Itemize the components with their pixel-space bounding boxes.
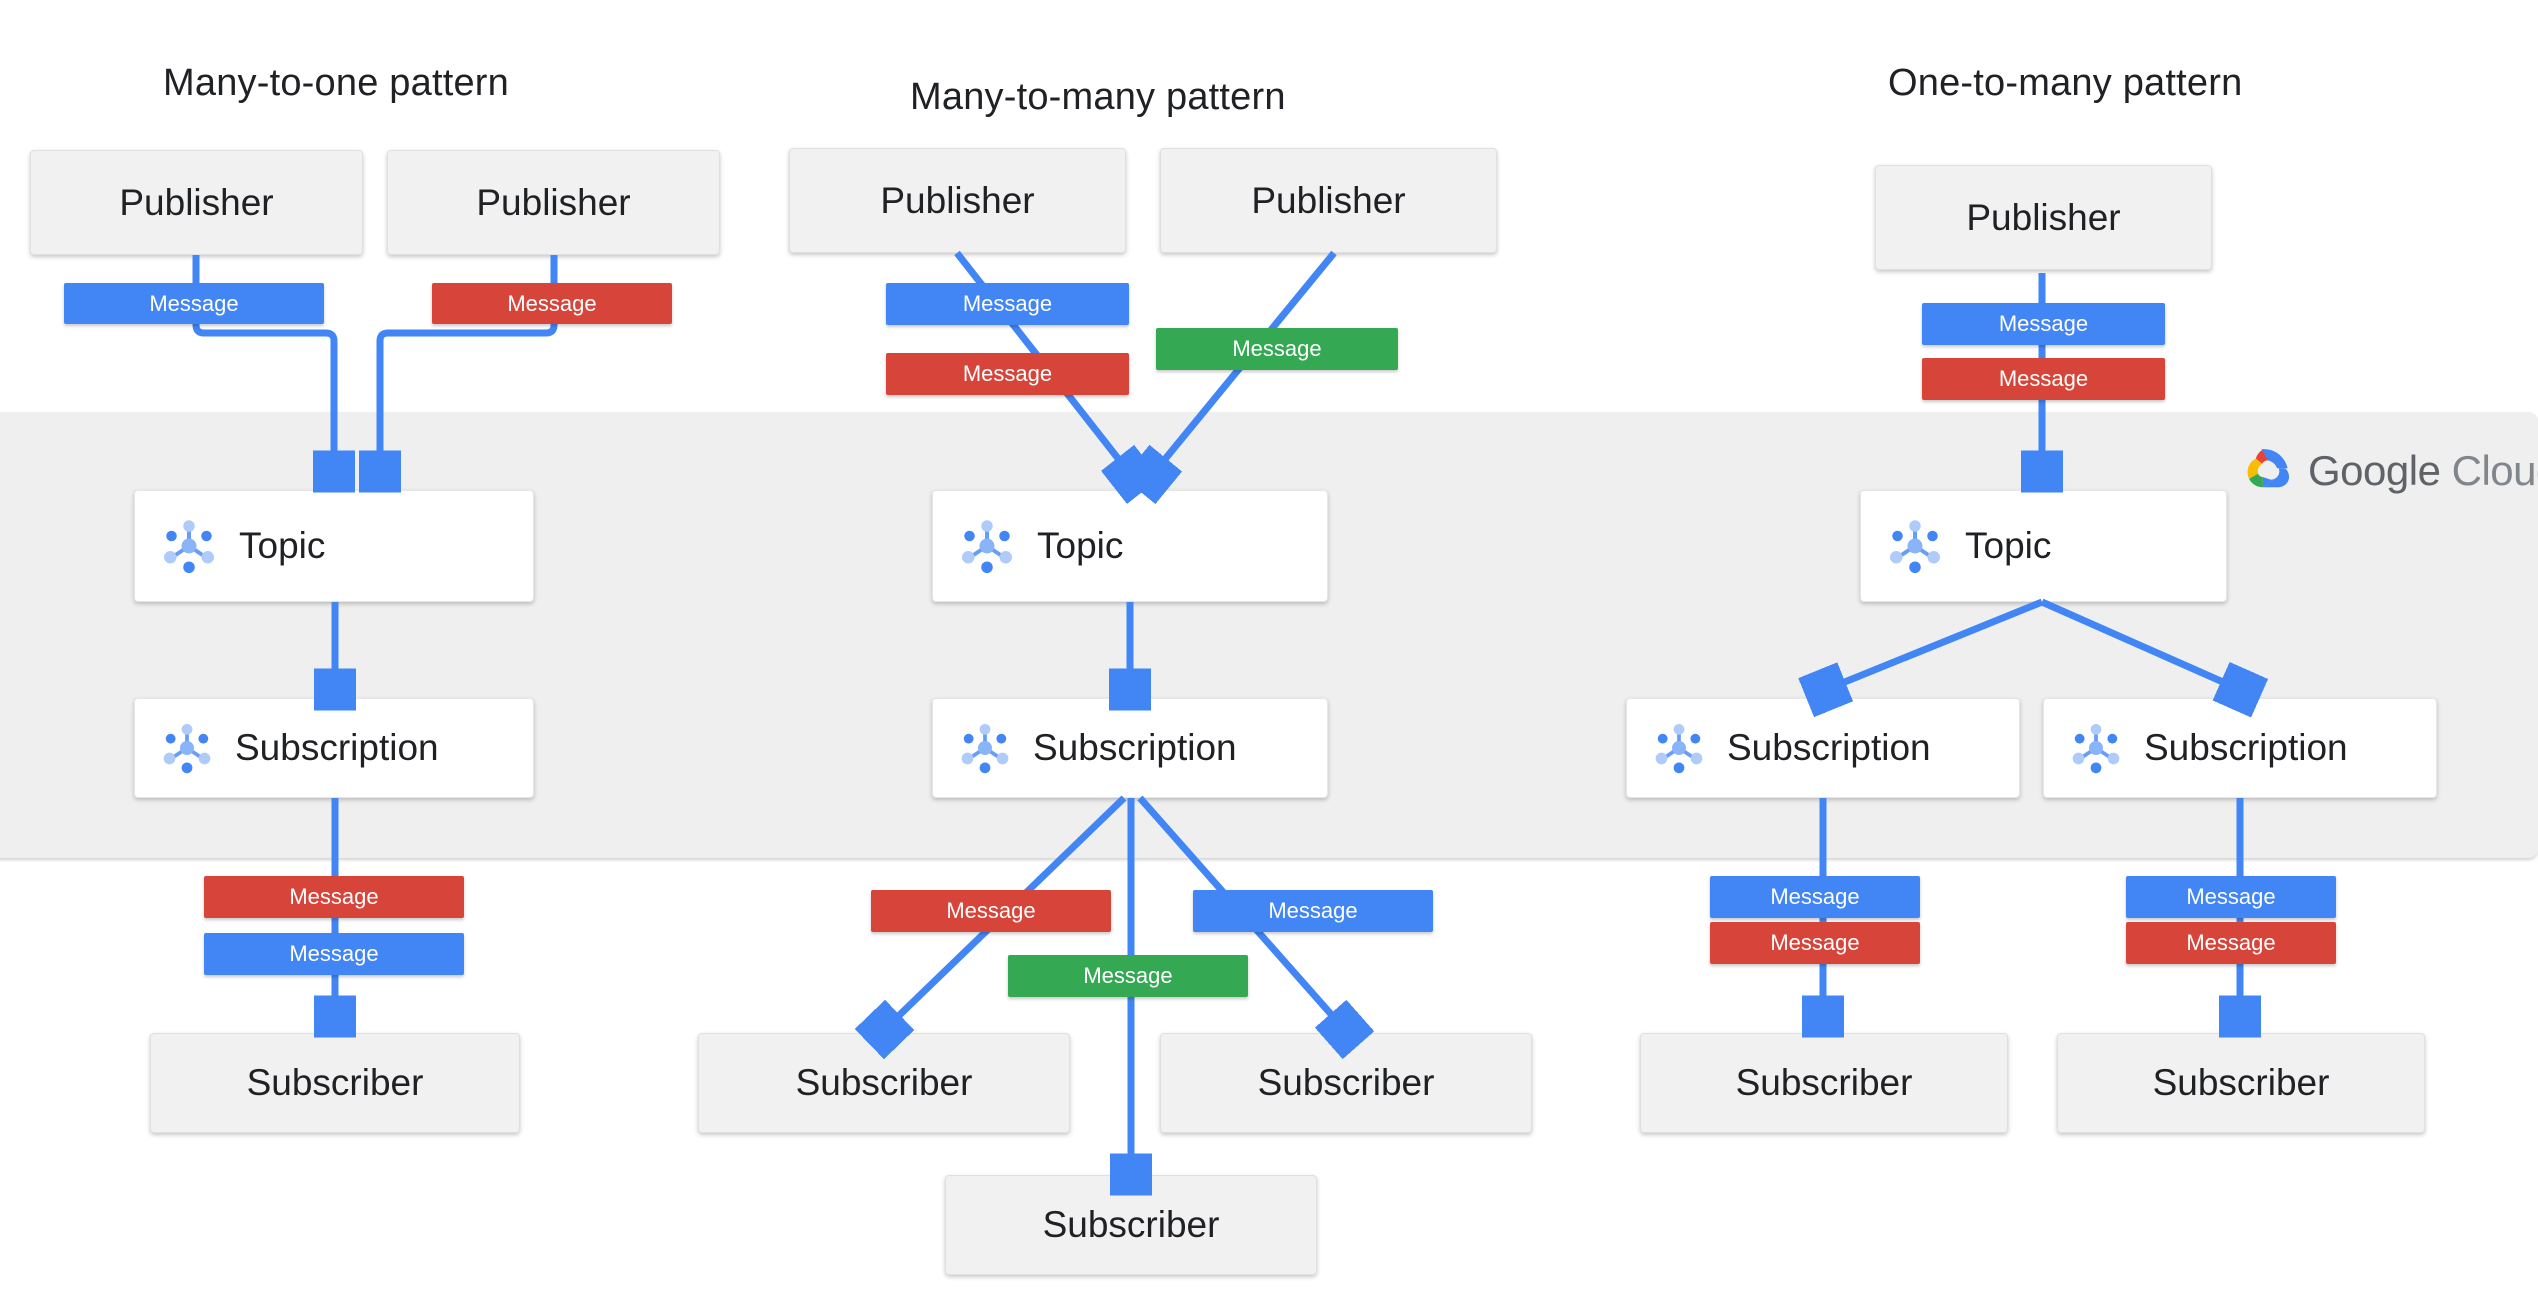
pubsub-topic-icon <box>962 520 1012 573</box>
topic-label: Topic <box>1965 525 2052 566</box>
message-chip-red: Message <box>204 876 464 918</box>
subscription-label: Subscription <box>1033 727 1237 768</box>
message-chip-green: Message <box>1008 955 1248 997</box>
subscriber-label: Subscriber <box>246 1062 424 1103</box>
message-chip-blue: Message <box>204 933 464 975</box>
subscriber-label: Subscriber <box>795 1062 973 1103</box>
subscriber-label: Subscriber <box>1042 1204 1220 1245</box>
message-chip-blue: Message <box>886 283 1129 325</box>
pubsub-subscription-icon <box>1655 723 1703 774</box>
subscription-box[interactable]: Subscription <box>932 698 1328 798</box>
publisher-label: Publisher <box>1966 196 2121 238</box>
subscription-label: Subscription <box>2144 727 2348 768</box>
topic-box[interactable]: Topic <box>932 490 1328 602</box>
publisher-box[interactable]: Publisher <box>1160 148 1497 253</box>
pubsub-topic-icon <box>1890 520 1940 573</box>
pubsub-subscription-icon <box>961 723 1009 774</box>
message-chip-red: Message <box>2126 922 2336 964</box>
message-chip-red: Message <box>1710 922 1920 964</box>
message-chip-blue: Message <box>2126 876 2336 918</box>
subscriber-label: Subscriber <box>1735 1062 1913 1103</box>
topic-box[interactable]: Topic <box>134 490 534 602</box>
publisher-box[interactable]: Publisher <box>387 150 720 255</box>
message-chip-red: Message <box>432 283 672 324</box>
message-chip-blue: Message <box>1193 890 1433 932</box>
subscription-box[interactable]: Subscription <box>134 698 534 798</box>
subscriber-label: Subscriber <box>1257 1062 1435 1103</box>
brand-google: Google <box>2308 447 2441 494</box>
google-cloud-logo: Google Cloud <box>2236 446 2538 496</box>
brand-cloud: Cloud <box>2451 447 2538 494</box>
google-cloud-icon <box>2247 449 2290 488</box>
publisher-label: Publisher <box>880 179 1035 221</box>
message-chip-blue: Message <box>1710 876 1920 918</box>
pubsub-topic-icon <box>164 520 214 573</box>
topic-label: Topic <box>1037 525 1124 566</box>
subscriber-box[interactable]: Subscriber <box>150 1033 520 1133</box>
publisher-box[interactable]: Publisher <box>789 148 1126 253</box>
subscription-label: Subscription <box>235 727 439 768</box>
topic-label: Topic <box>239 525 326 566</box>
message-chip-blue: Message <box>64 283 324 324</box>
subscription-label: Subscription <box>1727 727 1931 768</box>
message-chip-red: Message <box>1922 358 2165 400</box>
subscriber-box[interactable]: Subscriber <box>698 1033 1070 1133</box>
subscriber-box[interactable]: Subscriber <box>1160 1033 1532 1133</box>
message-chip-red: Message <box>886 353 1129 395</box>
subscriber-box[interactable]: Subscriber <box>945 1175 1317 1275</box>
message-chip-blue: Message <box>1922 303 2165 345</box>
publisher-label: Publisher <box>119 181 274 223</box>
publisher-box[interactable]: Publisher <box>1875 165 2212 270</box>
publisher-label: Publisher <box>476 181 631 223</box>
pattern-title-many-to-many: Many-to-many pattern <box>910 76 1286 118</box>
subscriber-box[interactable]: Subscriber <box>2057 1033 2425 1133</box>
message-chip-red: Message <box>871 890 1111 932</box>
topic-box[interactable]: Topic <box>1860 490 2227 602</box>
pattern-title-one-to-many: One-to-many pattern <box>1888 62 2243 104</box>
publisher-label: Publisher <box>1251 179 1406 221</box>
subscription-box[interactable]: Subscription <box>1626 698 2020 798</box>
publisher-box[interactable]: Publisher <box>30 150 363 255</box>
subscriber-box[interactable]: Subscriber <box>1640 1033 2008 1133</box>
google-cloud-wordmark: Google Cloud <box>2308 447 2538 495</box>
message-chip-green: Message <box>1156 328 1398 370</box>
pubsub-subscription-icon <box>163 723 211 774</box>
pattern-title-many-to-one: Many-to-one pattern <box>163 62 509 104</box>
pubsub-subscription-icon <box>2072 723 2120 774</box>
subscription-box[interactable]: Subscription <box>2043 698 2437 798</box>
subscriber-label: Subscriber <box>2152 1062 2330 1103</box>
